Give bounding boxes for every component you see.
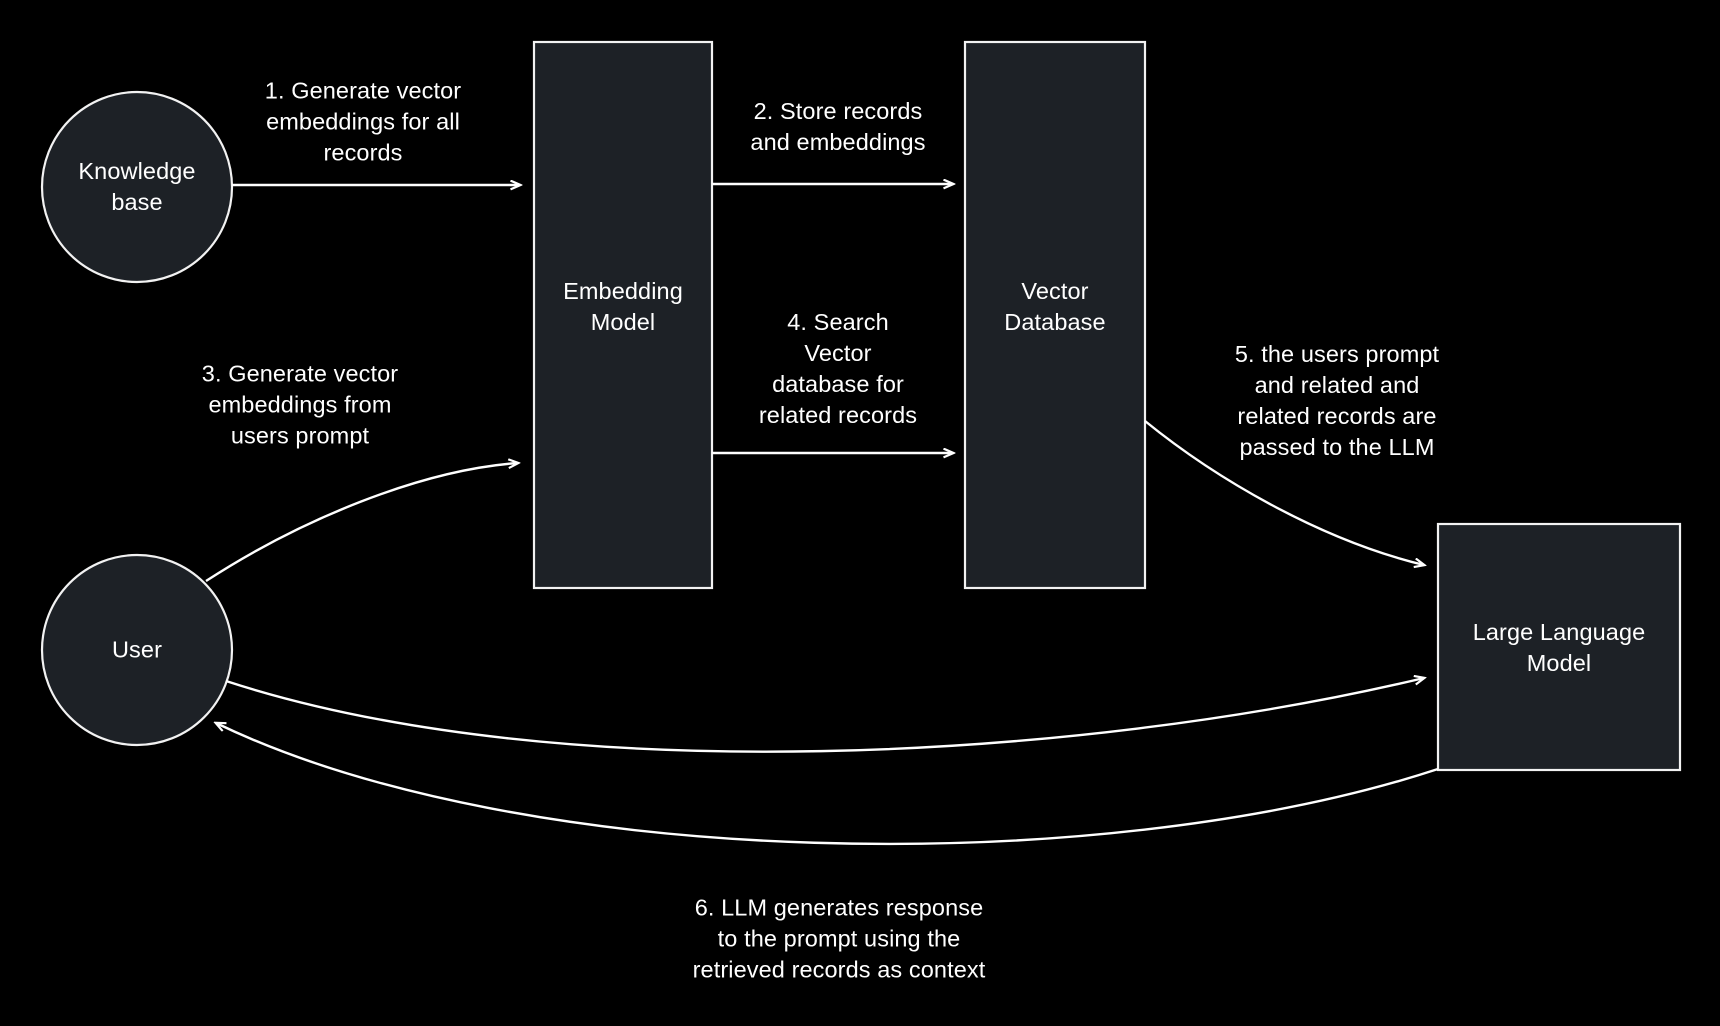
node-user[interactable] — [40, 553, 234, 747]
node-knowledge-base[interactable] — [40, 90, 234, 284]
node-large-language-model[interactable] — [1436, 522, 1682, 772]
node-vector-database[interactable] — [963, 40, 1147, 590]
edge-3-user-to-embedding-model[interactable] — [205, 463, 518, 583]
edge-user-prompt-to-llm[interactable] — [225, 678, 1424, 753]
edge-5-vector-database-to-llm[interactable] — [1144, 420, 1424, 565]
edge-6-llm-to-user[interactable] — [216, 723, 1439, 846]
node-embedding-model[interactable] — [532, 40, 714, 590]
